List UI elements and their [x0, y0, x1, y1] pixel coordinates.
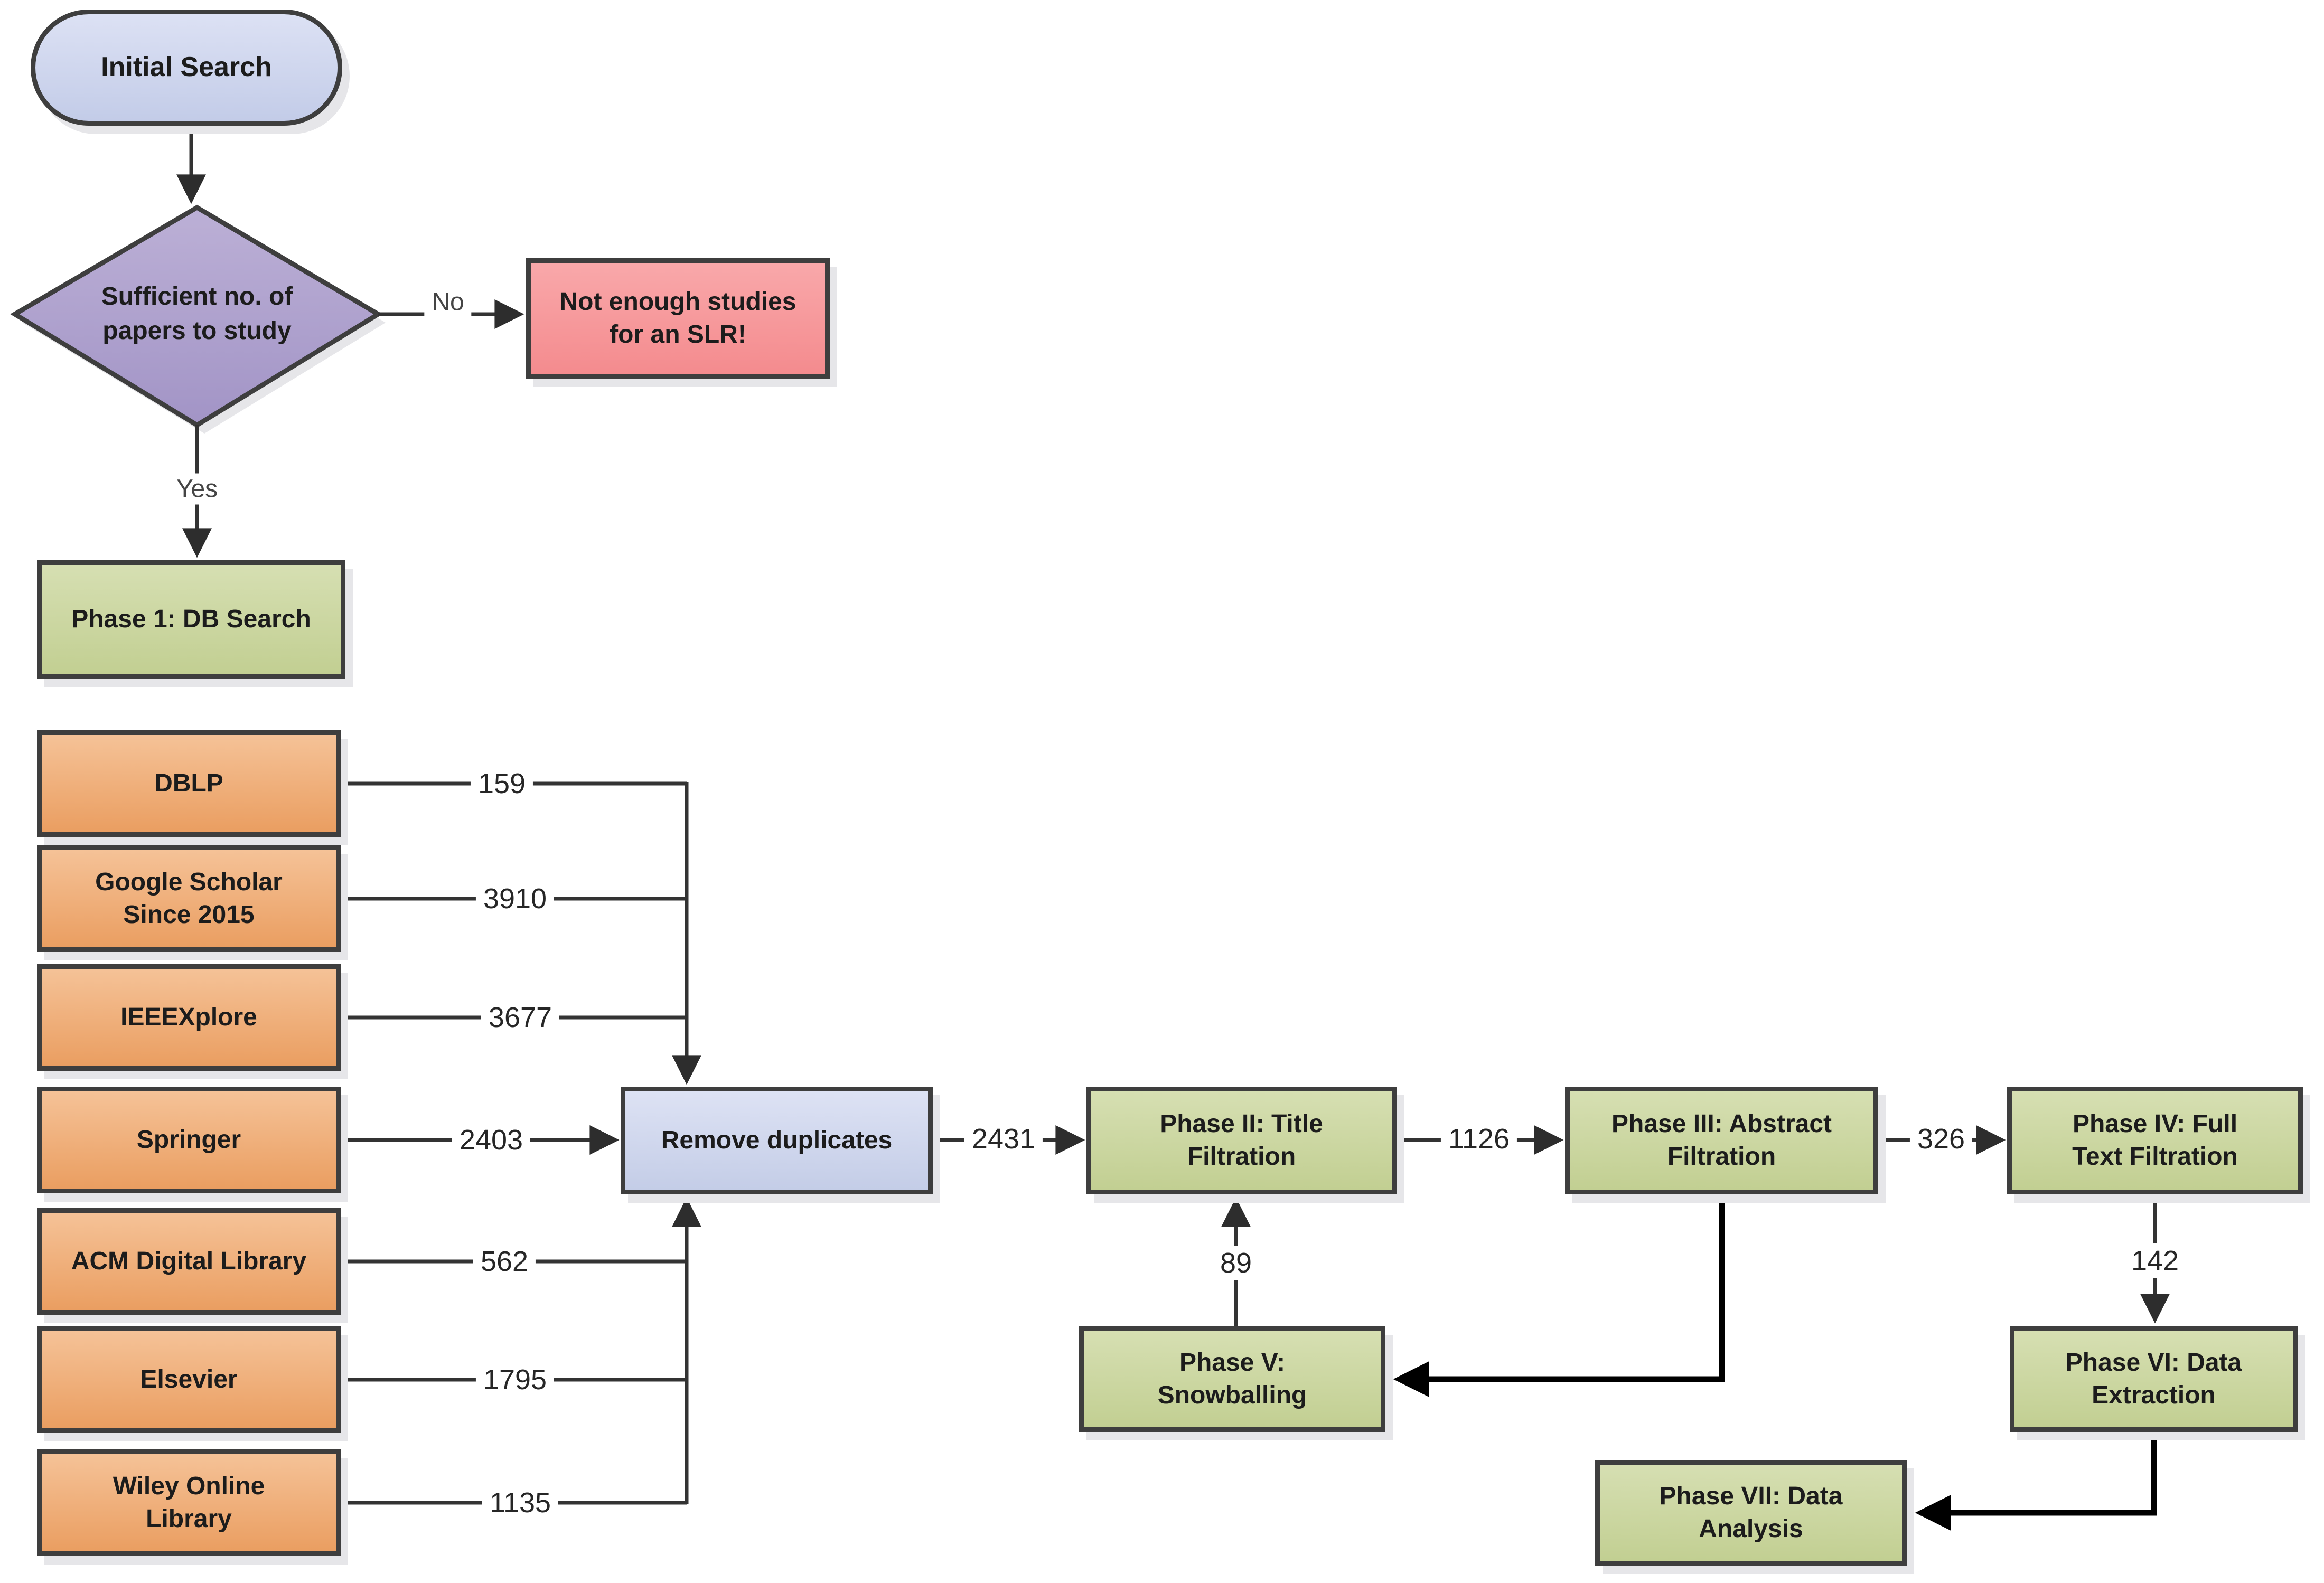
phase7-node: Phase VII: Data Analysis: [1595, 1460, 1907, 1566]
edge-count-after-dedup: 2431: [964, 1122, 1043, 1156]
phase2-node: Phase II: Title Filtration: [1086, 1087, 1397, 1194]
phase1-label: Phase 1: DB Search: [71, 605, 311, 633]
start-node-label: Initial Search: [101, 52, 272, 83]
phase3-node: Phase III: Abstract Filtration: [1565, 1087, 1878, 1194]
phase4-node: Phase IV: Full Text Filtration: [2007, 1087, 2303, 1194]
edge-count-google-scholar: 3910: [475, 881, 555, 916]
remove-duplicates-node: Remove duplicates: [621, 1087, 933, 1194]
db-node-dblp: DBLP: [37, 730, 341, 837]
decision-node-label: Sufficient no. of papers to study: [101, 282, 293, 345]
phase5-node: Phase V: Snowballing: [1079, 1326, 1385, 1432]
branch-label-no: No: [424, 286, 472, 318]
edge-count-ieeexplore: 3677: [481, 1000, 560, 1035]
feedback-connectors: [1393, 1194, 2157, 1531]
phase1-node: Phase 1: DB Search: [37, 560, 345, 679]
edge-count-after-abstract: 326: [1909, 1122, 1973, 1156]
phase6-node: Phase VI: Data Extraction: [2010, 1326, 2298, 1432]
edge-count-springer: 2403: [452, 1123, 531, 1157]
start-node: Initial Search: [31, 10, 342, 126]
remove-duplicates-label: Remove duplicates: [661, 1126, 893, 1154]
edge-count-snowballing: 89: [1212, 1246, 1260, 1280]
db-node-ieeexplore: IEEEXplore: [37, 964, 341, 1071]
no-outcome-node: Not enough studies for an SLR!: [526, 258, 830, 379]
db-node-wiley: Wiley Online Library: [37, 1449, 341, 1556]
db-node-springer: Springer: [37, 1087, 341, 1193]
edge-count-after-title: 1126: [1440, 1122, 1517, 1156]
edge-count-acm: 562: [473, 1244, 536, 1279]
edge-count-after-fulltext: 142: [2123, 1243, 2187, 1278]
edge-count-elsevier: 1795: [475, 1362, 555, 1397]
no-outcome-label: Not enough studies for an SLR!: [559, 287, 796, 348]
db-node-acm: ACM Digital Library: [37, 1208, 341, 1315]
branch-label-yes: Yes: [168, 473, 226, 505]
edge-count-wiley: 1135: [482, 1485, 559, 1520]
db-node-google-scholar: Google Scholar Since 2015: [37, 845, 341, 952]
edge-count-dblp: 159: [470, 766, 533, 801]
db-node-elsevier: Elsevier: [37, 1326, 341, 1433]
